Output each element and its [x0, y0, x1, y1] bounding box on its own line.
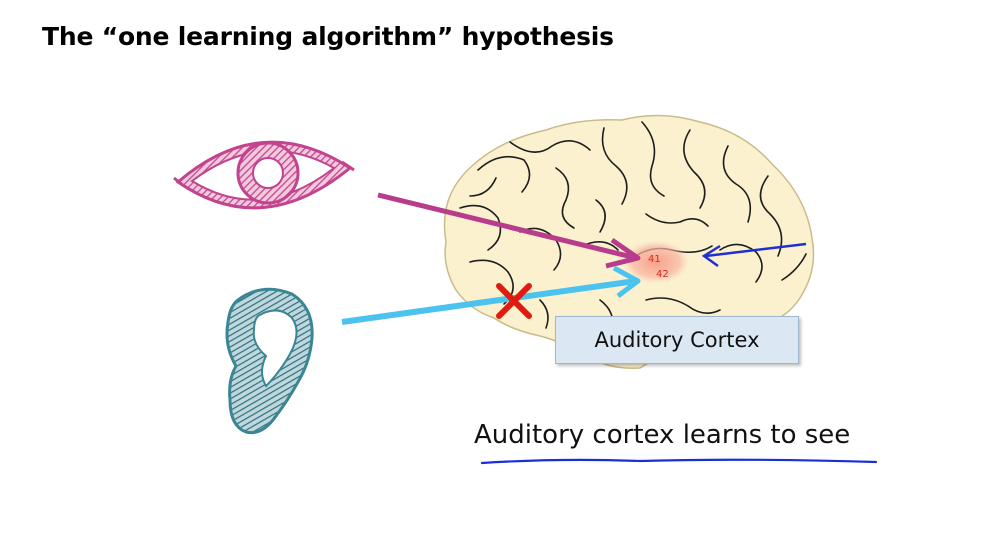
eye-to-cortex-arrow [377, 192, 641, 269]
auditory-cortex-highlight [622, 240, 690, 284]
brain-image: 41 42 [443, 114, 815, 369]
brodmann-area-42: 42 [656, 269, 669, 280]
slide-title: The “one learning algorithm” hypothesis [42, 22, 614, 51]
auditory-cortex-label: Auditory Cortex [555, 316, 799, 364]
caption-text: Auditory cortex learns to see [474, 420, 851, 450]
eye-icon [173, 140, 355, 210]
caption-underline [480, 458, 878, 465]
blocked-x-icon [496, 283, 532, 319]
input-arrow-right [701, 242, 807, 268]
ear-to-cortex-arrow [341, 265, 641, 325]
brodmann-area-41: 41 [648, 254, 661, 265]
ear-icon [225, 287, 314, 435]
